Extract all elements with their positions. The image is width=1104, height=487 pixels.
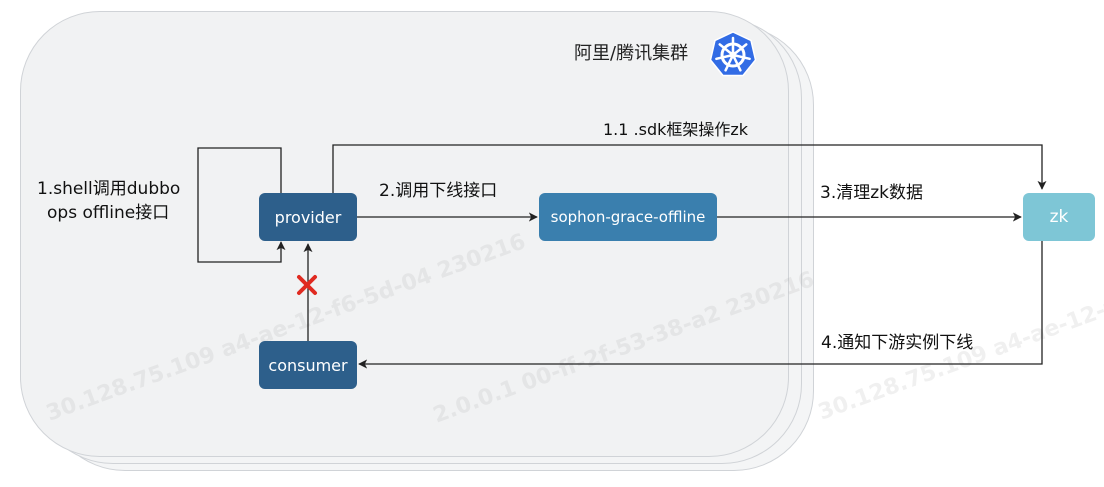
edge-label-step1-line1: 1.shell调用dubbo xyxy=(37,179,181,199)
cluster-title: 阿里/腾讯集群 xyxy=(574,43,689,64)
zk-node[interactable]: zk xyxy=(1023,193,1095,241)
edge-label-step1-line2: ops offline接口 xyxy=(47,203,170,223)
edge-provider-to-zk-step1-1 xyxy=(332,144,1047,193)
kubernetes-helm-icon xyxy=(709,31,757,77)
red-x-icon xyxy=(297,275,317,295)
sophon-grace-offline-node[interactable]: sophon-grace-offline xyxy=(539,193,717,241)
edge-label-step1-1: 1.1 .sdk框架操作zk xyxy=(603,120,749,139)
edge-label-step4: 4.通知下游实例下线 xyxy=(821,333,974,353)
edge-self-loop-step1 xyxy=(197,147,286,263)
consumer-node[interactable]: consumer xyxy=(259,341,357,389)
edge-label-step3: 3.清理zk数据 xyxy=(820,183,923,203)
provider-node[interactable]: provider xyxy=(259,193,357,241)
edge-label-step2: 2.调用下线接口 xyxy=(379,181,498,201)
edge-zk-to-consumer-step4 xyxy=(358,241,1043,369)
